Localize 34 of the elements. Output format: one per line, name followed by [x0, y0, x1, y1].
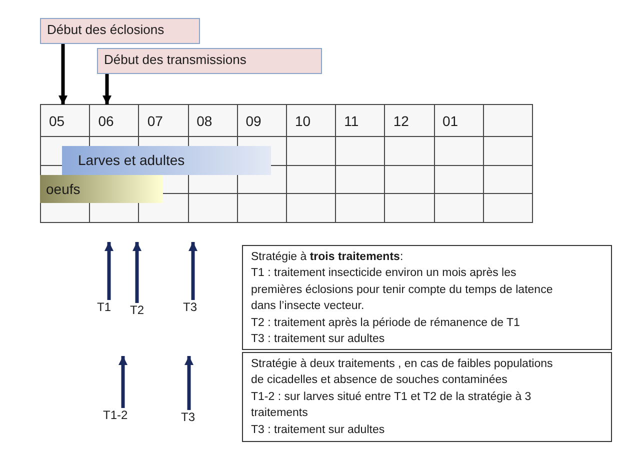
treatment-label: T1-2	[103, 408, 128, 422]
treatment-label: T1	[97, 300, 112, 314]
month-cell: 05	[40, 104, 90, 136]
panel-heading: Stratégie à trois traitements:	[251, 250, 404, 265]
event-callout: Début des transmissions	[97, 48, 322, 74]
event-callout: Début des éclosions	[40, 18, 200, 44]
treatment-label: T2	[130, 303, 144, 317]
arrow	[132, 242, 142, 303]
treatment-label: T3	[183, 300, 198, 314]
period-bar: Larves et adultes	[62, 146, 271, 175]
panel-text: T3 : traitement sur adultes	[251, 422, 386, 438]
arrow	[102, 74, 112, 104]
month-cell: 12	[384, 104, 434, 136]
month-cell: 01	[434, 104, 484, 136]
panel-text: T1-2 : sur larves situé entre T1 et T2 de la stratégie à 3 traitements	[251, 390, 532, 422]
month-cell: 10	[286, 104, 336, 136]
period-bar: oeufs	[40, 175, 163, 203]
arrow	[104, 242, 114, 300]
month-cell: 09	[237, 104, 286, 136]
panel-text: T3 : traitement sur adultes	[251, 332, 386, 348]
month-cell: 07	[138, 104, 188, 136]
month-cell: 11	[336, 104, 385, 136]
panel-heading: Stratégie à deux traitements , en cas de faibles populations de cicadelles et absence de souches contaminées	[251, 357, 554, 388]
arrow	[188, 242, 198, 300]
strategy-panel	[242, 352, 612, 442]
arrow	[58, 44, 68, 104]
panel-text: T2 : traitement après la période de rémanence de T1	[251, 316, 521, 331]
strategy-panel	[242, 245, 612, 350]
panel-text: T1 : traitement insecticide environ un mois après les premières éclosions pour tenir compte du temps de latence dans l’insecte vecteur.	[251, 266, 554, 314]
arrow	[184, 356, 194, 410]
month-cell: 08	[188, 104, 238, 136]
month-cell: 06	[90, 104, 139, 136]
treatment-label: T3	[181, 410, 196, 424]
arrow	[118, 356, 128, 408]
